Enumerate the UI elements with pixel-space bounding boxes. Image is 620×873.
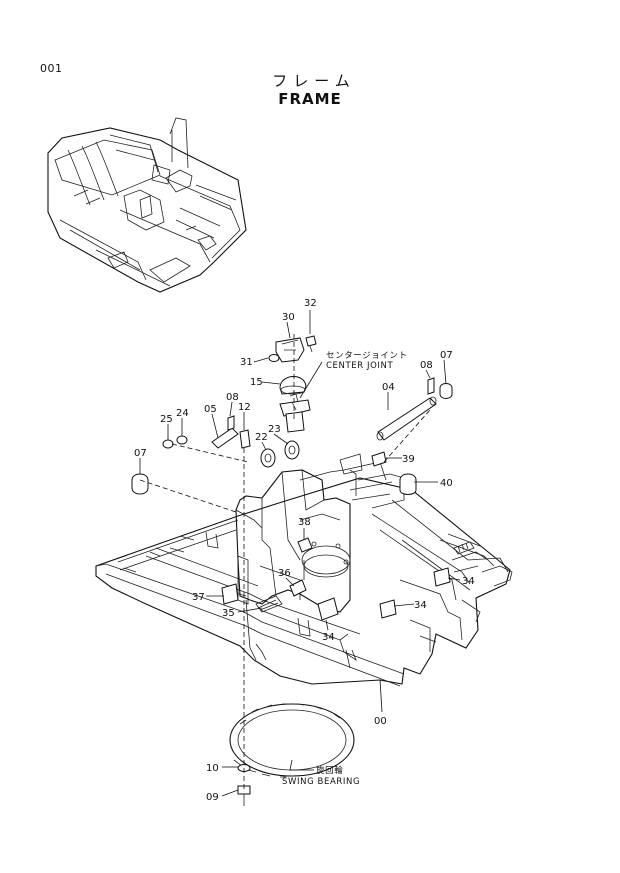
label-34-center: 34 [322, 632, 335, 643]
label-07-left: 07 [134, 448, 147, 459]
label-09: 09 [206, 792, 219, 803]
label-15: 15 [250, 377, 263, 388]
part-34-bush-center [317, 597, 339, 621]
label-22: 22 [255, 432, 268, 443]
part-15-cap [279, 376, 307, 395]
part-07-collar-left [131, 473, 149, 495]
part-39-plug [371, 451, 387, 467]
assembly-line-washers [171, 443, 249, 463]
title-english: FRAME [278, 90, 342, 108]
label-07-upper: 07 [440, 350, 453, 361]
label-10: 10 [206, 763, 219, 774]
label-05: 05 [204, 404, 217, 415]
annotation-notes: センタージョイント CENTER JOINT 旋回輪 SWING BEARING [282, 351, 408, 787]
title-japanese: フレーム [272, 72, 356, 90]
label-24: 24 [176, 408, 189, 419]
assembly-line-left-pin [139, 479, 237, 513]
label-25: 25 [160, 414, 173, 425]
leader-lines [139, 310, 461, 797]
assembly-line-pin [383, 409, 431, 463]
label-30: 30 [282, 312, 295, 323]
label-34-lower: 34 [414, 600, 427, 611]
label-35: 35 [222, 608, 235, 619]
machine-overview-illustration [47, 117, 247, 293]
label-37: 37 [192, 592, 205, 603]
label-08-left: 08 [226, 392, 239, 403]
part-36-bush [289, 579, 307, 597]
part-34-bush-lower [379, 599, 397, 619]
label-08-upper: 08 [420, 360, 433, 371]
part-23-shim [284, 440, 300, 460]
part-34-bush-right [433, 567, 451, 587]
label-12: 12 [238, 402, 251, 413]
part-04-pin [376, 396, 437, 441]
part-number-labels: 30 32 31 15 08 07 04 05 08 12 25 24 22 2… [134, 298, 475, 803]
part-05-plate [211, 427, 239, 449]
center-joint-en-note: CENTER JOINT [326, 361, 393, 371]
part-31-washer [268, 354, 280, 362]
part-32-bolt [305, 335, 317, 353]
center-joint-jp-note: センタージョイント [326, 351, 408, 361]
part-40-bush [399, 473, 417, 495]
part-30-fitting [275, 337, 305, 363]
label-39: 39 [402, 454, 415, 465]
label-31: 31 [240, 357, 253, 368]
label-40: 40 [440, 478, 453, 489]
label-00: 00 [374, 716, 387, 727]
part-07-collar-upper [439, 383, 453, 399]
swing-bearing-jp-note: 旋回輪 [316, 765, 343, 776]
part-09-bolt [237, 785, 251, 806]
center-joint [279, 393, 311, 433]
part-38-plug [297, 537, 313, 553]
part-08-pin-upper [427, 377, 435, 395]
part-12-plug [239, 429, 251, 449]
page-number: 001 [40, 62, 63, 75]
label-34-right: 34 [462, 576, 475, 587]
part-08-pin-left [227, 415, 235, 431]
part-24-washer [176, 435, 188, 445]
part-37-bush [221, 583, 239, 605]
label-32: 32 [304, 298, 317, 309]
part-25-washer [162, 439, 174, 449]
label-36: 36 [278, 568, 291, 579]
label-04: 04 [382, 382, 395, 393]
swing-bearing-en-note: SWING BEARING [282, 777, 360, 787]
label-23: 23 [268, 424, 281, 435]
part-22-shim [260, 448, 276, 468]
label-38: 38 [298, 517, 311, 528]
